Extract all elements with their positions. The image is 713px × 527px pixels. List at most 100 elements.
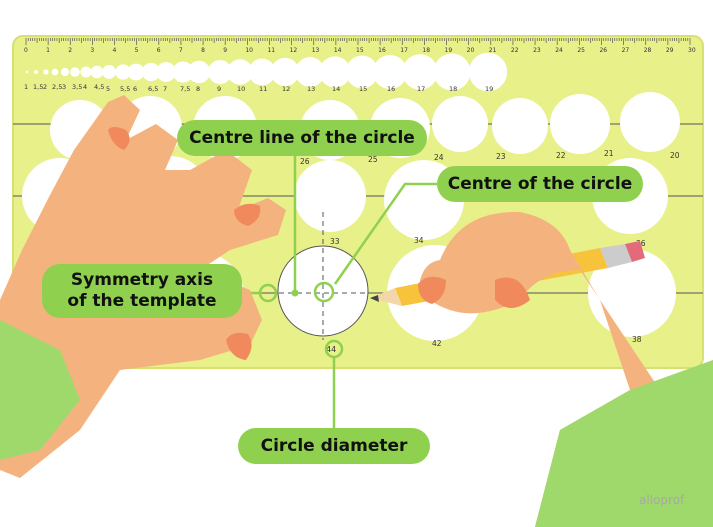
size-label-34: 34: [414, 236, 424, 245]
template-circle: [433, 53, 471, 91]
size-label-21: 21: [604, 149, 614, 158]
size-label-24: 24: [434, 153, 444, 162]
callout-centre-line-text: Centre line of the circle: [189, 127, 415, 148]
template-circle: [208, 60, 232, 84]
size-label: 15: [359, 85, 367, 93]
size-label: 3: [62, 83, 66, 91]
ruler-scale-label: 7: [179, 47, 183, 54]
callout-diameter: Circle diameter: [238, 428, 430, 464]
right-hand: [418, 211, 713, 527]
ruler-scale-label: 23: [533, 47, 541, 54]
template-circle: [60, 67, 70, 77]
size-label-26: 26: [300, 157, 310, 166]
ruler-scale-label: 21: [489, 47, 497, 54]
ruler-scale-label: 29: [666, 47, 674, 54]
ruler-scale-label: 17: [400, 47, 408, 54]
template-circle: [90, 65, 104, 79]
size-label: 6,5: [148, 85, 158, 93]
size-label: 1,5: [33, 83, 43, 91]
row3-size-labels: 33 34 36: [330, 236, 646, 248]
callout-centre-text: Centre of the circle: [447, 173, 633, 194]
alloprof-logo: alloprof: [639, 493, 685, 507]
row4-size-labels: 42 38: [432, 335, 642, 348]
template-circle: [34, 70, 38, 74]
size-label: 14: [332, 85, 340, 93]
size-label: 18: [449, 85, 457, 93]
template-circle: [25, 70, 29, 74]
ruler-scale-label: 27: [622, 47, 630, 54]
template-circle: [51, 68, 59, 76]
size-label: 2,5: [52, 83, 62, 91]
size-label: 12: [282, 85, 290, 93]
size-label-38: 38: [632, 335, 642, 344]
size-label: 11: [259, 85, 267, 93]
size-label: 13: [307, 85, 315, 93]
template-circle: [156, 62, 176, 82]
size-label: 1: [24, 83, 28, 91]
callout-diameter-text: Circle diameter: [260, 435, 408, 456]
size-label: 5: [106, 85, 110, 93]
ruler-scale-label: 25: [577, 47, 585, 54]
size-label: 10: [237, 85, 245, 93]
template-circle: [43, 69, 49, 75]
size-label: 4: [83, 83, 87, 91]
ruler-scale-label: 15: [356, 47, 364, 54]
callout-symmetry-axis: Symmetry axis of the template: [42, 264, 242, 318]
template-circle: [172, 61, 194, 83]
size-label: 19: [485, 85, 493, 93]
ruler-scale-label: 22: [511, 47, 519, 54]
size-label: 9: [217, 85, 221, 93]
template-circle: [248, 58, 276, 86]
template-circle: [372, 54, 408, 90]
ruler-scale-label: 12: [290, 47, 298, 54]
ruler-scale-label: 30: [688, 47, 696, 54]
ruler-ticks: [25, 38, 691, 45]
template-circle: [127, 63, 145, 81]
small-circles-row: [25, 52, 508, 92]
template-circle: [187, 60, 211, 84]
ruler-scale-label: 5: [135, 47, 139, 54]
template-circle: [468, 52, 508, 92]
size-label: 2: [43, 83, 47, 91]
ruler-scale-label: 6: [157, 47, 161, 54]
ruler-scale-label: 24: [555, 47, 563, 54]
template-circle: [227, 59, 253, 85]
callout-symmetry-line1: Symmetry axis: [70, 270, 214, 290]
template-circle: [295, 57, 325, 87]
template-circle: [80, 66, 92, 78]
template-circle: [345, 55, 379, 89]
callout-centre-line: Centre line of the circle: [177, 120, 427, 156]
size-label-23: 23: [496, 152, 506, 161]
size-label-44: 44: [326, 345, 336, 354]
size-label-36: 36: [636, 239, 646, 248]
size-label: 3,5: [72, 83, 82, 91]
ruler-scale-label: 0: [24, 47, 28, 54]
size-label: 7: [163, 85, 167, 93]
callout-centre: Centre of the circle: [437, 166, 643, 202]
callout-symmetry-line2: of the template: [67, 291, 217, 311]
size-label-25: 25: [368, 155, 378, 164]
template-circle: [141, 62, 161, 82]
template-circle: [270, 57, 300, 87]
callout-leader-lines: [242, 156, 437, 428]
ruler-scale-label: 1: [46, 47, 50, 54]
ruler-scale-label: 9: [223, 47, 227, 54]
template-circle: [319, 56, 351, 88]
ruler-scale-label: 11: [267, 47, 275, 54]
template-circle: [102, 65, 116, 79]
size-label: 4,5: [94, 83, 104, 91]
size-label: 5,5: [120, 85, 130, 93]
size-label: 8: [196, 85, 200, 93]
size-label-20: 20: [670, 151, 680, 160]
ruler-scale-label: 28: [644, 47, 652, 54]
size-label: 17: [417, 85, 425, 93]
size-label-22: 22: [556, 151, 566, 160]
ruler-scale-label: 10: [245, 47, 253, 54]
ruler-scale-label: 13: [312, 47, 320, 54]
ruler-scale-label: 2: [68, 47, 72, 54]
centre-line-marker: [291, 289, 299, 297]
ruler-scale-label: 8: [201, 47, 205, 54]
row2-size-labels: 26 25 24 23 22 21 20: [300, 149, 680, 166]
